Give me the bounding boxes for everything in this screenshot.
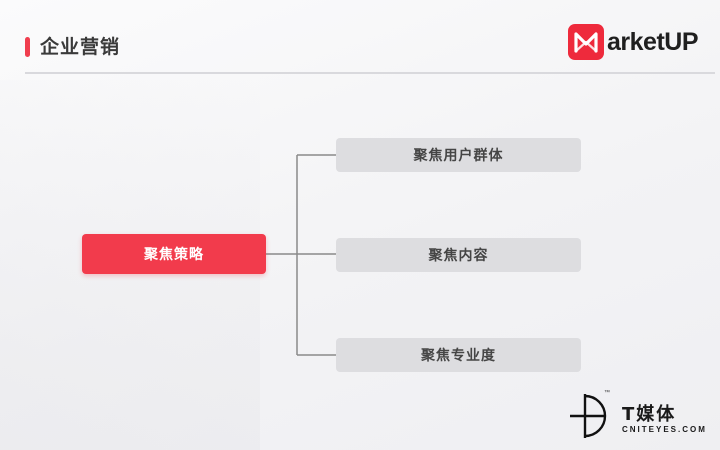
brand-logo: arketUP <box>568 24 708 60</box>
page-title: 企业营销 <box>40 36 121 58</box>
footer-brand-url: CNITEYES.COM <box>622 425 707 434</box>
t-media-d-logo-icon <box>570 394 607 438</box>
child-node-2: 聚焦内容 <box>336 238 581 272</box>
header: 企业营销 arketUP <box>0 0 720 76</box>
marketup-m-logo-icon <box>568 24 604 60</box>
footer-brand-name: T媒体 <box>622 404 677 425</box>
header-divider <box>25 72 715 74</box>
brand-name: arketUP <box>607 28 699 56</box>
footer-brand: ™ T媒体 CNITEYES.COM <box>568 390 716 440</box>
child-node-1: 聚焦用户群体 <box>336 138 581 172</box>
trademark-symbol: ™ <box>604 390 610 396</box>
title-accent-bar <box>25 37 30 57</box>
child-node-3: 聚焦专业度 <box>336 338 581 372</box>
root-node: 聚焦策略 <box>82 234 266 274</box>
